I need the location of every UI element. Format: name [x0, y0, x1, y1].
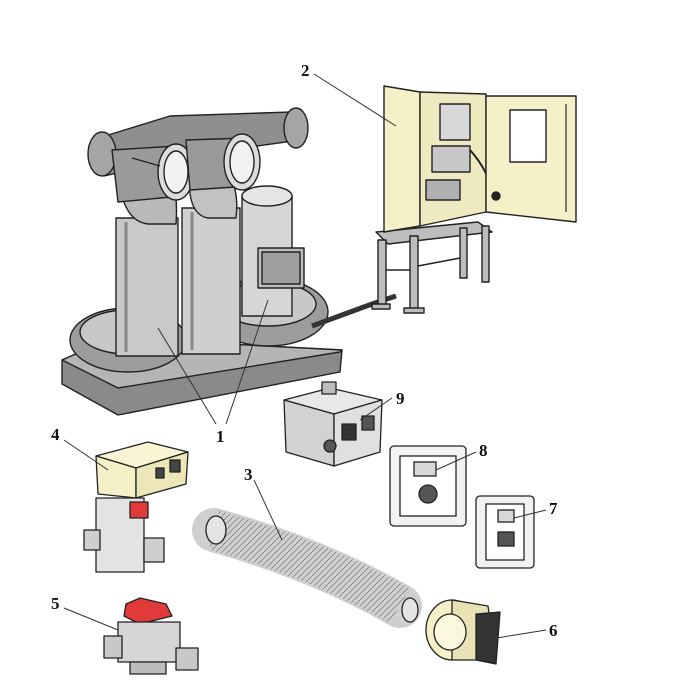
- leader-9: [359, 397, 393, 421]
- plug-connector: [425, 599, 501, 665]
- solenoid-red-cap: [129, 501, 149, 519]
- vacuum-pump-unit: [61, 107, 397, 416]
- callout-9: 9: [396, 389, 405, 408]
- control-box-switch: [341, 423, 357, 441]
- callout-5: 5: [51, 594, 60, 613]
- interior-transformer: [439, 103, 471, 141]
- solenoid-valve: [83, 441, 189, 573]
- leader-lines: [63, 73, 547, 641]
- cabinet-side: [383, 85, 421, 233]
- callout-8: 8: [479, 441, 488, 460]
- leader-5: [63, 607, 119, 631]
- switch-button: [497, 531, 515, 547]
- leader-1b: [225, 299, 269, 425]
- leader-7: [513, 509, 547, 519]
- control-cabinet: [371, 85, 577, 314]
- cabinet-stand: [371, 221, 493, 314]
- hose-end-right: [401, 597, 419, 623]
- manual-valve: [103, 597, 199, 675]
- leader-2: [313, 73, 397, 127]
- door-handle: [491, 191, 501, 201]
- pipe-outlet-left: [111, 143, 195, 203]
- leader-4: [63, 439, 109, 471]
- leader-1a: [157, 327, 217, 425]
- hose-end-left: [205, 515, 227, 545]
- plug-flap: [475, 611, 501, 665]
- callout-1: 1: [216, 427, 225, 446]
- flexible-hose: [192, 508, 422, 628]
- callout-3: 3: [244, 465, 253, 484]
- pipe-outlet-right: [185, 133, 261, 191]
- callout-6: 6: [549, 621, 558, 640]
- leader-6: [483, 629, 547, 641]
- wall-switch-dial: [389, 445, 467, 527]
- door-window: [509, 109, 547, 163]
- callout-4: 4: [51, 425, 60, 444]
- wall-switch: [475, 495, 535, 569]
- dial-knob: [418, 484, 438, 504]
- callout-2: 2: [301, 61, 310, 80]
- leader-8: [435, 451, 477, 471]
- control-box: [283, 381, 383, 467]
- leader-3: [253, 479, 283, 541]
- callout-7: 7: [549, 499, 558, 518]
- valve-red-handwheel: [123, 597, 173, 625]
